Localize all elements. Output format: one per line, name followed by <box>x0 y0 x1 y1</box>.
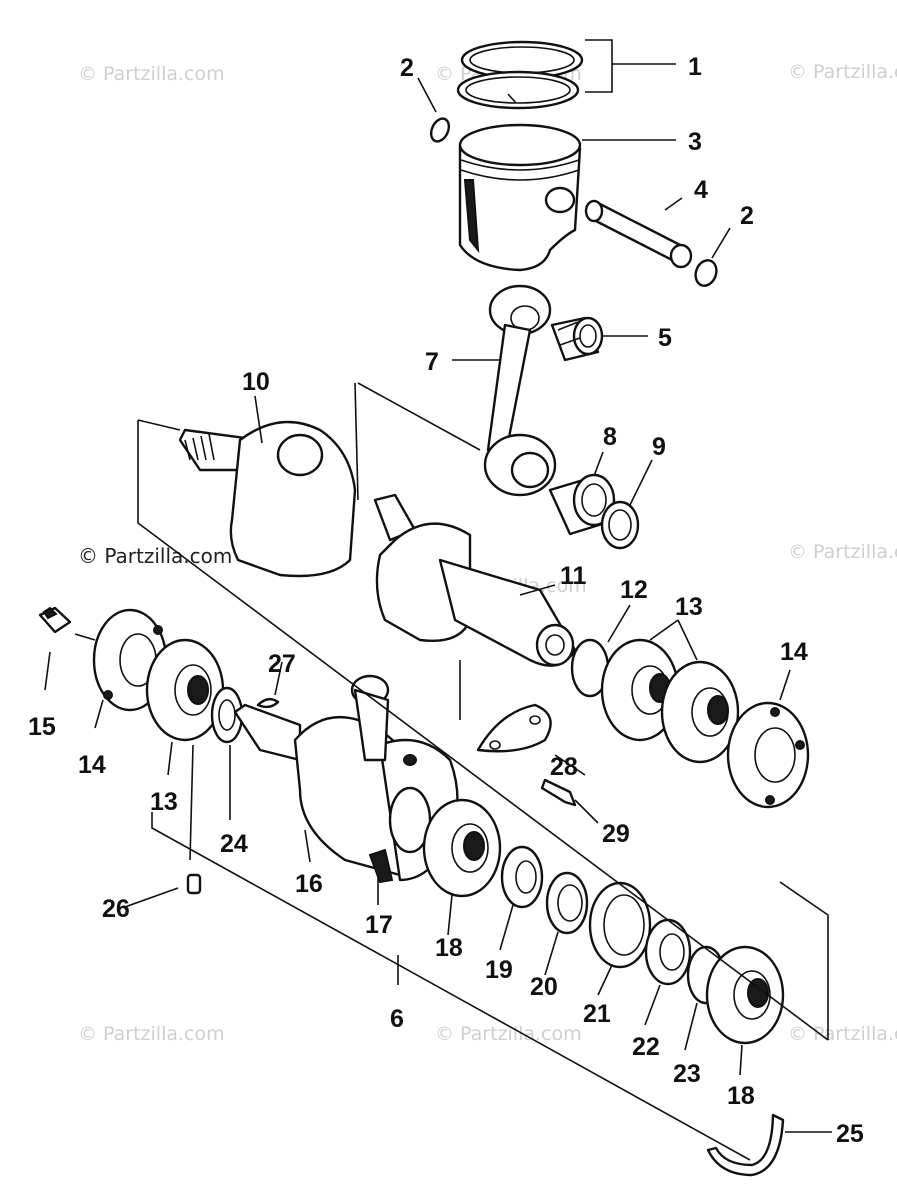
main-bearing-right-1 <box>600 638 680 742</box>
assembly-brackets <box>137 382 829 1161</box>
main-bearing-left <box>145 638 225 742</box>
watermark: © Partzilla.com <box>788 61 897 83</box>
callout-21: 21 <box>583 1000 611 1028</box>
callout-27: 27 <box>268 650 296 678</box>
callout-labels: 1 2 3 4 2 5 7 10 8 9 11 12 13 14 27 15 1… <box>28 53 864 1148</box>
watermark: © Partzilla.com <box>788 1023 897 1045</box>
circlip-right <box>694 259 718 287</box>
retainer-plate <box>476 703 552 753</box>
woodruff-key <box>256 697 280 709</box>
piston-rings <box>456 40 584 110</box>
callout-23: 23 <box>673 1060 701 1088</box>
callout-13: 13 <box>675 593 703 621</box>
callout-4: 4 <box>694 176 708 204</box>
callout-28: 28 <box>550 753 578 781</box>
connecting-rod <box>483 284 557 497</box>
callout-14: 14 <box>780 638 808 666</box>
leader-lines <box>44 39 832 1133</box>
crank-bearing-2 <box>705 945 785 1045</box>
callout-12: 12 <box>620 576 648 604</box>
callout-9: 9 <box>652 433 666 461</box>
callout-10: 10 <box>242 368 270 396</box>
watermark: © Partzilla.com <box>788 541 897 563</box>
callout-18b: 18 <box>727 1082 755 1110</box>
callout-16: 16 <box>295 870 323 898</box>
callout-25: 25 <box>836 1120 864 1148</box>
thrust-washer <box>600 500 640 550</box>
callout-29: 29 <box>602 820 630 848</box>
plug-screw <box>38 606 72 634</box>
callout-13b: 13 <box>150 788 178 816</box>
callout-14b: 14 <box>78 751 106 779</box>
callout-20: 20 <box>530 973 558 1001</box>
callout-1: 1 <box>688 53 702 81</box>
callout-2b: 2 <box>740 202 754 230</box>
labyrinth-seal <box>588 881 652 969</box>
oil-seal-small <box>644 918 692 986</box>
callout-24: 24 <box>220 830 248 858</box>
callout-15: 15 <box>28 713 56 741</box>
spacer-ring <box>500 845 544 909</box>
callout-7: 7 <box>425 348 439 376</box>
callout-18: 18 <box>435 934 463 962</box>
crank-bearing-1 <box>422 798 502 898</box>
callout-2: 2 <box>400 54 414 82</box>
callout-11: 11 <box>560 562 587 590</box>
callout-3: 3 <box>688 128 702 156</box>
watermark: © Partzilla.com <box>435 1023 582 1045</box>
watermark-group: © Partzilla.com © Partzilla.com © Partzi… <box>78 61 897 1045</box>
callout-26: 26 <box>102 895 130 923</box>
piston-pin <box>584 199 693 269</box>
callout-5: 5 <box>658 324 672 352</box>
watermark: © Partzilla.com <box>78 63 225 85</box>
callout-17: 17 <box>365 911 393 939</box>
watermark-main: © Partzilla.com <box>78 544 232 568</box>
callout-8: 8 <box>603 423 617 451</box>
needle-bearing-large <box>548 473 617 536</box>
circlip-left <box>429 117 451 143</box>
crank-half-pto <box>178 420 357 578</box>
main-bearing-right-2 <box>660 660 740 764</box>
half-ring <box>706 1113 785 1177</box>
watermark: © Partzilla.com <box>78 1023 225 1045</box>
callout-19: 19 <box>485 956 513 984</box>
piston <box>458 123 582 272</box>
callout-22: 22 <box>632 1033 660 1061</box>
dowel-pin <box>186 873 202 895</box>
needle-bearing-small <box>550 316 604 362</box>
oil-seal-right <box>726 701 810 809</box>
plate-screw <box>540 778 577 807</box>
seal-ring <box>545 871 589 935</box>
callout-6: 6 <box>390 1005 404 1033</box>
